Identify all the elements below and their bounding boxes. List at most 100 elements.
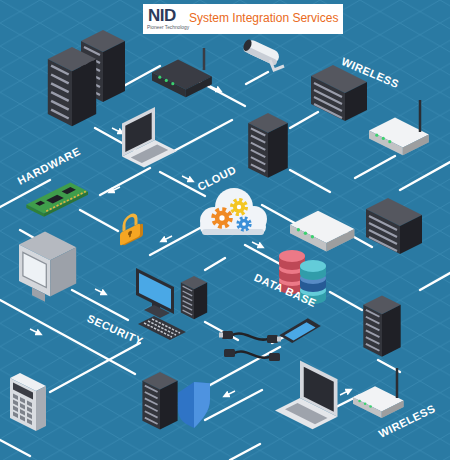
access-keypad: [20, 397, 25, 404]
flow-arrow: [340, 390, 350, 395]
laptop: [122, 107, 177, 168]
router-antenna: [203, 48, 206, 70]
network-wire: [210, 347, 280, 385]
security-shield: [194, 377, 210, 428]
cloud: [214, 210, 231, 227]
server-rack: [248, 113, 288, 178]
network-wire: [172, 120, 232, 152]
diagram-title: System Integration Services: [189, 12, 338, 24]
access-keypad: [27, 407, 32, 414]
network-wire: [72, 290, 128, 320]
flow-arrow: [252, 242, 262, 247]
network-wire: [246, 72, 268, 84]
desktop-computer: [181, 276, 207, 319]
smartphone: [279, 318, 321, 343]
padlock: [129, 233, 131, 238]
network-wire: [420, 273, 450, 290]
network-cables: [234, 351, 270, 357]
cloud: [202, 229, 264, 235]
flow-arrow: [225, 391, 235, 396]
smartphone: [284, 322, 315, 340]
flow-arrow: [210, 86, 220, 91]
router-antenna: [419, 100, 422, 132]
network-cables: [269, 353, 280, 361]
flow-arrow: [112, 128, 122, 133]
circuit-board: [26, 183, 88, 217]
network-cables: [219, 333, 223, 338]
access-keypad: [10, 378, 36, 431]
network-wire: [330, 292, 362, 310]
flow-arrow: [162, 236, 172, 241]
network-cables: [232, 333, 268, 339]
network-wire: [205, 322, 238, 340]
network-wire: [230, 444, 260, 460]
network-wire: [0, 300, 135, 374]
network-wire: [205, 258, 225, 270]
access-keypad: [13, 394, 32, 426]
server-unit: [366, 198, 422, 254]
access-keypad: [13, 406, 18, 413]
network-wire: [290, 170, 330, 192]
crt-monitor: [19, 232, 76, 302]
network-wire: [50, 343, 140, 392]
padlock: [120, 210, 143, 248]
access-keypad: [27, 401, 32, 408]
cloud: [200, 188, 267, 235]
network-wire: [0, 440, 30, 456]
access-keypad: [27, 413, 32, 420]
flow-arrow: [30, 329, 40, 334]
modem: [290, 211, 354, 252]
router-antenna: [396, 368, 399, 398]
network-wire: [245, 245, 280, 264]
network-wire: [355, 156, 395, 178]
desktop-computer: [136, 268, 207, 340]
flow-arrow: [95, 289, 105, 294]
server-rack: [363, 296, 400, 357]
access-keypad: [20, 409, 25, 416]
access-keypad: [27, 419, 32, 426]
flow-arrow: [30, 86, 350, 396]
flow-arrow: [110, 187, 120, 192]
access-keypad: [36, 386, 46, 431]
security-shield: [178, 377, 210, 433]
network-cables: [267, 335, 278, 343]
access-keypad: [10, 373, 46, 431]
access-keypad: [13, 394, 18, 401]
network-wire: [205, 390, 262, 420]
access-keypad: [20, 415, 25, 422]
network-cables: [277, 337, 281, 342]
database-stack: [300, 260, 326, 280]
cloud: [238, 218, 250, 230]
network-cables: [224, 349, 235, 357]
padlock: [120, 210, 143, 248]
flow-arrow: [182, 176, 192, 181]
server-rack: [48, 47, 96, 126]
network-wire: [150, 228, 200, 255]
access-keypad: [20, 403, 25, 410]
network-wire: [0, 66, 450, 460]
circuit-board: [26, 205, 44, 217]
network-wire: [80, 210, 118, 231]
circuit-board: [46, 195, 64, 204]
circuit-board: [46, 191, 86, 211]
desktop-computer: [138, 316, 186, 340]
smartphone: [279, 318, 321, 343]
security-camera: [241, 37, 284, 70]
logo-tagline: Pioneer Technology: [147, 26, 189, 31]
access-keypad: [13, 412, 18, 419]
circuit-board: [62, 187, 76, 194]
network-cables: [222, 331, 233, 339]
padlock: [120, 223, 140, 246]
network-wire: [100, 168, 150, 195]
server-rack: [142, 372, 177, 430]
security-shield: [178, 377, 210, 433]
cloud: [200, 188, 267, 235]
access-keypad: [10, 378, 36, 431]
cloud: [232, 200, 246, 214]
logo-mark: NID: [148, 7, 176, 24]
laptop: [275, 361, 338, 430]
